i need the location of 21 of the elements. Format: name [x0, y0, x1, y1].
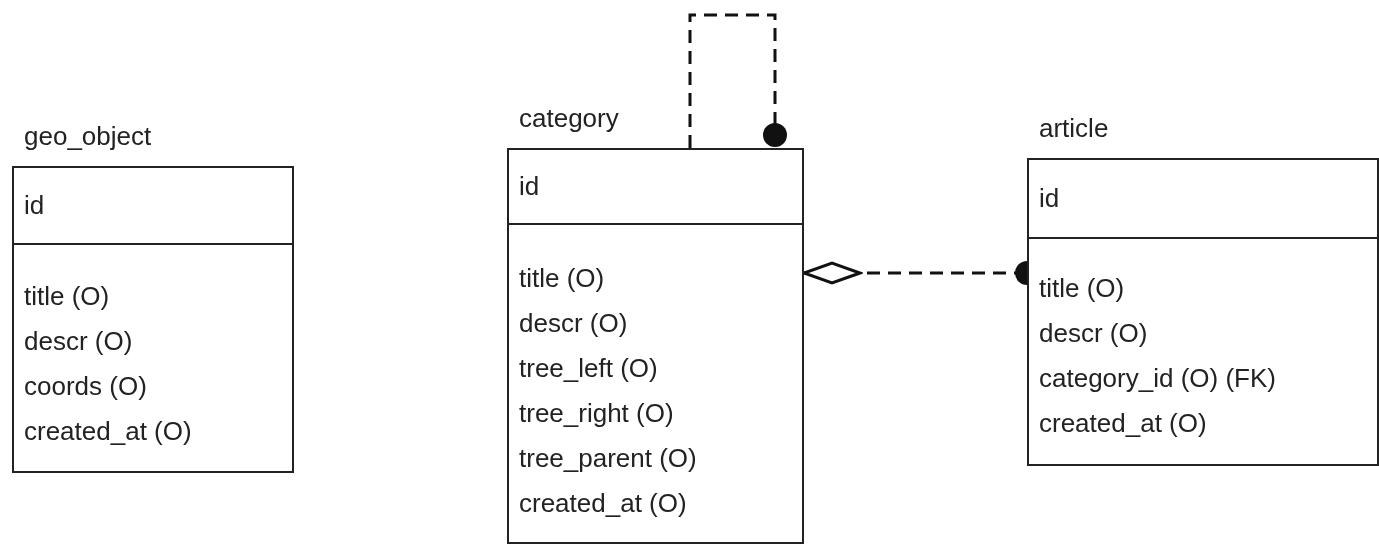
attribute-field: tree_left (O) [519, 352, 658, 384]
entity-name: category [519, 102, 619, 134]
attribute-field: tree_parent (O) [519, 442, 697, 474]
relationship-line [688, 13, 787, 148]
entity-name: geo_object [24, 120, 152, 152]
attribute-field: title (O) [24, 280, 110, 312]
attribute-field: descr (O) [24, 325, 133, 357]
attribute-field: descr (O) [1039, 317, 1148, 349]
attribute-field: created_at (O) [1039, 407, 1207, 439]
attribute-field: title (O) [519, 262, 605, 294]
entity-name: article [1039, 112, 1109, 144]
attribute-field: tree_right (O) [519, 397, 674, 429]
key-field: id [24, 188, 45, 221]
attribute-field: category_id (O) (FK) [1039, 362, 1276, 394]
attribute-field: title (O) [1039, 272, 1125, 304]
attribute-field: coords (O) [24, 370, 147, 402]
key-field: id [1039, 181, 1060, 214]
key-field: id [519, 169, 540, 202]
attribute-field: created_at (O) [24, 415, 192, 447]
attribute-field: created_at (O) [519, 487, 687, 519]
attribute-field: descr (O) [519, 307, 628, 339]
